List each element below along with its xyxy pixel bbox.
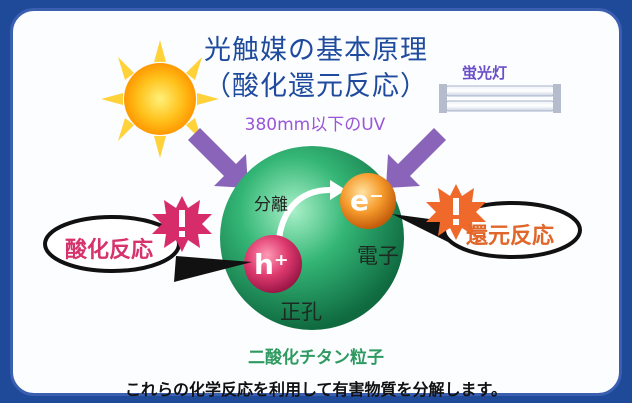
- fluorescent-lamp-icon: [439, 84, 561, 113]
- uv-label: 380mm以下のUV: [244, 115, 386, 135]
- electron-label: 電子: [357, 244, 399, 268]
- lamp-label: 蛍光灯: [462, 64, 508, 82]
- oxidation-bubble: [43, 215, 252, 282]
- title-line-2: （酸化還元反応）: [204, 71, 428, 102]
- hole-symbol: h⁺: [254, 248, 289, 281]
- exclamation-burst-left-icon: [152, 196, 212, 252]
- uv-arrow-right: [386, 128, 446, 188]
- hole-particle: [244, 235, 302, 293]
- electron-particle: [340, 173, 396, 229]
- uv-arrow-left: [188, 128, 248, 188]
- title-line-1: 光触媒の基本原理: [204, 35, 428, 66]
- separation-label: 分離: [254, 195, 288, 215]
- particle-label: 二酸化チタン粒子: [248, 348, 384, 368]
- caption: これらの化学反応を利用して有害物質を分解します。: [125, 380, 507, 399]
- exclamation-burst-right-icon: [426, 184, 486, 240]
- electron-symbol: e⁻: [350, 184, 384, 217]
- hole-label: 正孔: [280, 300, 322, 324]
- reduction-label: 還元反応: [466, 224, 555, 249]
- oxidation-label: 酸化反応: [65, 238, 154, 263]
